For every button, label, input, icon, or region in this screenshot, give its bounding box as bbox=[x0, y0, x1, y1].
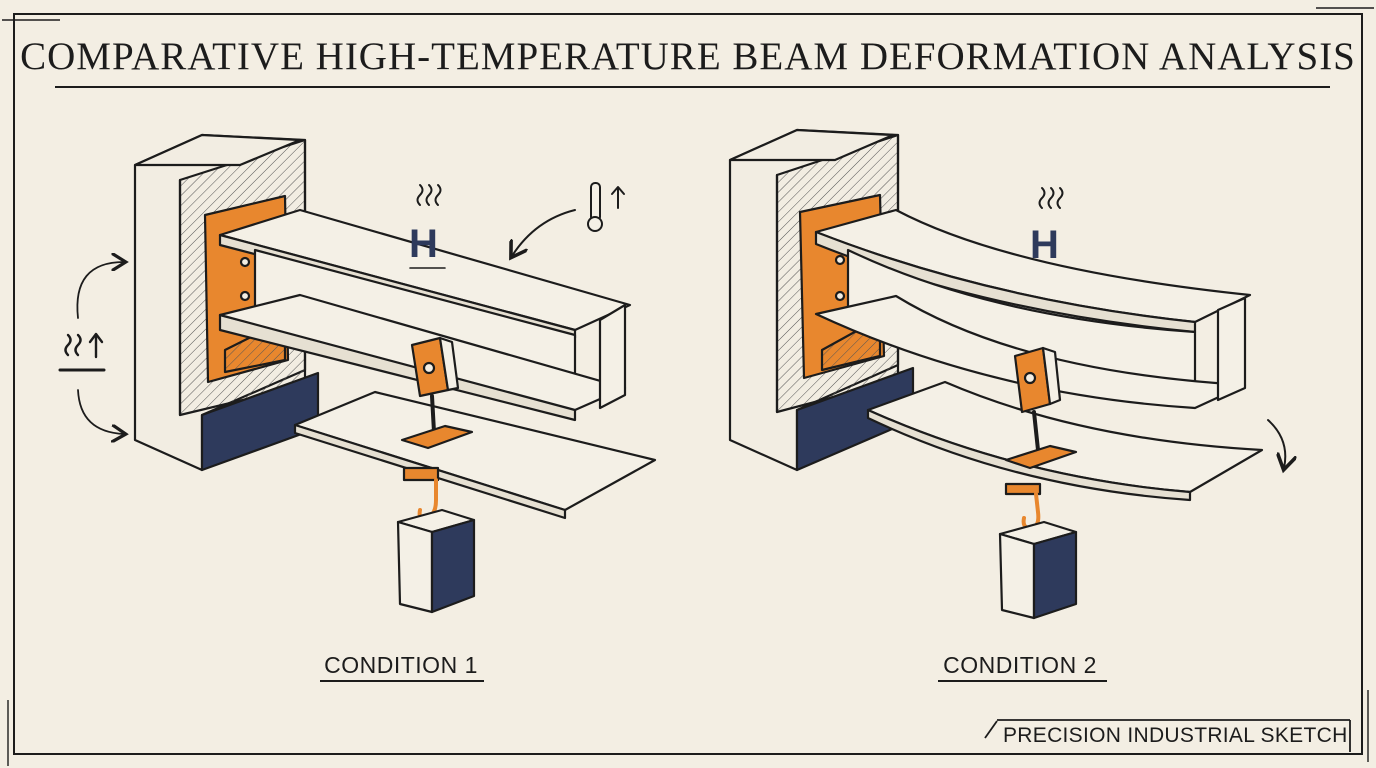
svg-text:H: H bbox=[409, 222, 438, 266]
panel-condition-2: H bbox=[728, 128, 1285, 620]
condition-1-label: CONDITION 1 bbox=[324, 652, 478, 678]
condition-2-label: CONDITION 2 bbox=[943, 652, 1097, 678]
load-clamp bbox=[1004, 346, 1078, 496]
hook-icon bbox=[1021, 492, 1041, 530]
weight-block-icon bbox=[998, 520, 1078, 620]
heat-rising-icon bbox=[58, 262, 124, 434]
stamp-frame bbox=[984, 719, 1351, 752]
load-clamp bbox=[400, 336, 474, 482]
i-beam-deflected bbox=[814, 208, 1252, 410]
weight-block-icon bbox=[396, 508, 476, 614]
i-beam-straight bbox=[218, 208, 632, 422]
heat-waves-icon: H bbox=[409, 184, 446, 269]
deflection-arrow-icon bbox=[1267, 419, 1285, 468]
svg-text:H: H bbox=[1030, 223, 1059, 267]
panel-condition-1: H bbox=[58, 133, 657, 614]
border-frame bbox=[2, 7, 1374, 766]
heat-waves-icon: H bbox=[1030, 187, 1064, 267]
footer-stamp: PRECISION INDUSTRIAL SKETCH bbox=[1003, 724, 1348, 747]
diagram-title: COMPARATIVE HIGH-TEMPERATURE BEAM DEFORM… bbox=[20, 35, 1356, 78]
thermometer-icon bbox=[587, 182, 625, 232]
